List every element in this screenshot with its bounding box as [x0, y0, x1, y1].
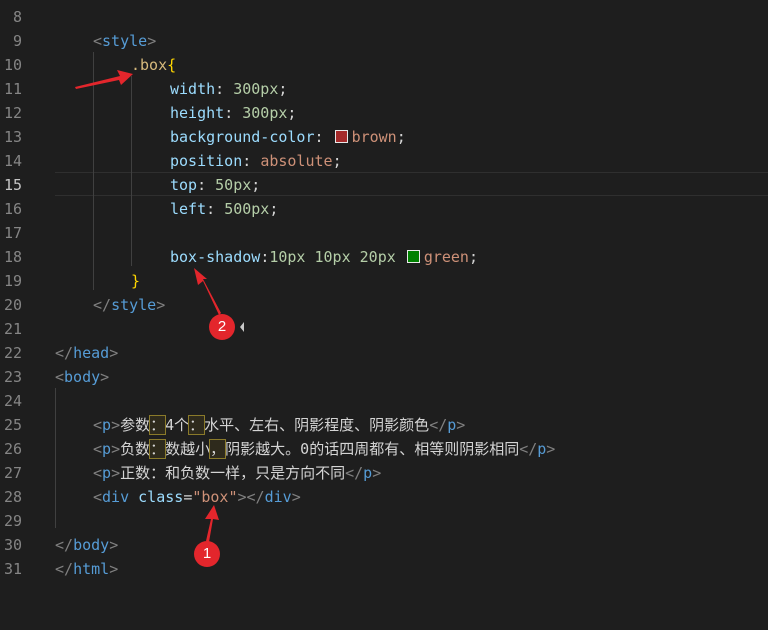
- code-text: <body>: [55, 368, 110, 386]
- code-line-25[interactable]: 25 <p>参数：4个：水平、左右、阴影程度、阴影颜色</p>: [0, 413, 768, 437]
- line-number: 27: [3, 464, 22, 482]
- line-number: 29: [3, 512, 22, 530]
- code-text: .box{: [131, 56, 177, 74]
- code-text: position: absolute;: [170, 152, 342, 170]
- highlighted-punctuation: ：: [188, 415, 206, 435]
- code-text: </head>: [55, 344, 119, 362]
- highlighted-punctuation: ：: [149, 439, 167, 459]
- line-number: 11: [3, 80, 22, 98]
- code-line-20[interactable]: 20 </style>: [0, 293, 768, 317]
- line-number: 23: [3, 368, 22, 386]
- line-number: 18: [3, 248, 22, 266]
- code-line-17[interactable]: 17: [0, 221, 768, 245]
- code-text: height: 300px;: [170, 104, 297, 122]
- line-number: 16: [3, 200, 22, 218]
- code-line-10[interactable]: 10 .box{: [0, 53, 768, 77]
- code-line-15[interactable]: 15 top: 50px;: [0, 173, 768, 197]
- fold-caret-icon: [240, 322, 244, 332]
- code-text: </style>: [93, 296, 166, 314]
- line-number: 10: [3, 56, 22, 74]
- line-number: 24: [3, 392, 22, 410]
- line-number: 28: [3, 488, 22, 506]
- code-text: </body>: [55, 536, 119, 554]
- annotation-arrows: [75, 70, 221, 542]
- code-line-14[interactable]: 14 position: absolute;: [0, 149, 768, 173]
- code-line-24[interactable]: 24: [0, 389, 768, 413]
- code-text: <div class="box"></div>: [93, 488, 301, 506]
- css-selector: .box: [131, 56, 168, 74]
- annotation-badge-2: 2: [209, 314, 235, 340]
- line-number: 25: [3, 416, 22, 434]
- code-text: <p>参数：4个：水平、左右、阴影程度、阴影颜色</p>: [93, 415, 466, 435]
- line-number: 19: [3, 272, 22, 290]
- annotation-badge-1: 1: [194, 541, 220, 567]
- code-line-12[interactable]: 12 height: 300px;: [0, 101, 768, 125]
- code-line-18[interactable]: 18 box-shadow:10px 10px 20px green;: [0, 245, 768, 269]
- code-text: left: 500px;: [170, 200, 279, 218]
- code-text: top: 50px;: [170, 176, 261, 194]
- code-text: </html>: [55, 560, 119, 578]
- line-number: 14: [3, 152, 22, 170]
- line-number: 21: [3, 320, 22, 338]
- code-line-30[interactable]: 30 </body>: [0, 533, 768, 557]
- line-number: 13: [3, 128, 22, 146]
- color-swatch-green[interactable]: [406, 250, 420, 263]
- line-number: 9: [12, 32, 22, 50]
- highlighted-punctuation: ，: [209, 439, 227, 459]
- code-text: background-color: brown;: [170, 128, 406, 146]
- line-number-active: 15: [3, 176, 22, 194]
- code-line-23[interactable]: 23 <body>: [0, 365, 768, 389]
- line-number: 12: [3, 104, 22, 122]
- line-number: 30: [3, 536, 22, 554]
- code-line-29[interactable]: 29: [0, 509, 768, 533]
- code-line-19[interactable]: 19 }: [0, 269, 768, 293]
- current-line-highlight: [55, 172, 768, 196]
- line-number: 20: [3, 296, 22, 314]
- line-number: 8: [12, 8, 22, 26]
- code-line-8[interactable]: 8: [0, 5, 768, 29]
- indent-guide: [55, 388, 56, 528]
- indent-guide: [93, 52, 94, 290]
- line-number: 17: [3, 224, 22, 242]
- code-line-28[interactable]: 28 <div class="box"></div>: [0, 485, 768, 509]
- code-line-26[interactable]: 26 <p>负数：数越小，阴影越大。0的话四周都有、相等则阴影相同</p>: [0, 437, 768, 461]
- arrow-to-selector-icon: [75, 70, 133, 89]
- code-line-27[interactable]: 27 <p>正数：和负数一样，只是方向不同</p>: [0, 461, 768, 485]
- code-text: box-shadow:10px 10px 20px green;: [170, 248, 478, 266]
- code-line-16[interactable]: 16 left: 500px;: [0, 197, 768, 221]
- arrow-to-box-shadow-icon: [194, 268, 221, 315]
- arrow-to-box-class-icon: [205, 505, 219, 542]
- line-number: 31: [3, 560, 22, 578]
- code-line-22[interactable]: 22 </head>: [0, 341, 768, 365]
- code-text: <p>正数：和负数一样，只是方向不同</p>: [93, 464, 382, 482]
- code-text: <style>: [93, 32, 157, 50]
- code-text: }: [131, 272, 141, 290]
- indent-guide: [131, 76, 132, 266]
- code-line-21[interactable]: 21: [0, 317, 768, 341]
- line-number: 26: [3, 440, 22, 458]
- code-line-13[interactable]: 13 background-color: brown;: [0, 125, 768, 149]
- color-swatch-brown[interactable]: [334, 130, 348, 143]
- line-number: 22: [3, 344, 22, 362]
- code-line-31[interactable]: 31 </html>: [0, 557, 768, 581]
- code-line-9[interactable]: 9 <style>: [0, 29, 768, 53]
- code-line-11[interactable]: 11 width: 300px;: [0, 77, 768, 101]
- highlighted-punctuation: ：: [149, 415, 167, 435]
- code-text: width: 300px;: [170, 80, 288, 98]
- code-text: <p>负数：数越小，阴影越大。0的话四周都有、相等则阴影相同</p>: [93, 439, 556, 459]
